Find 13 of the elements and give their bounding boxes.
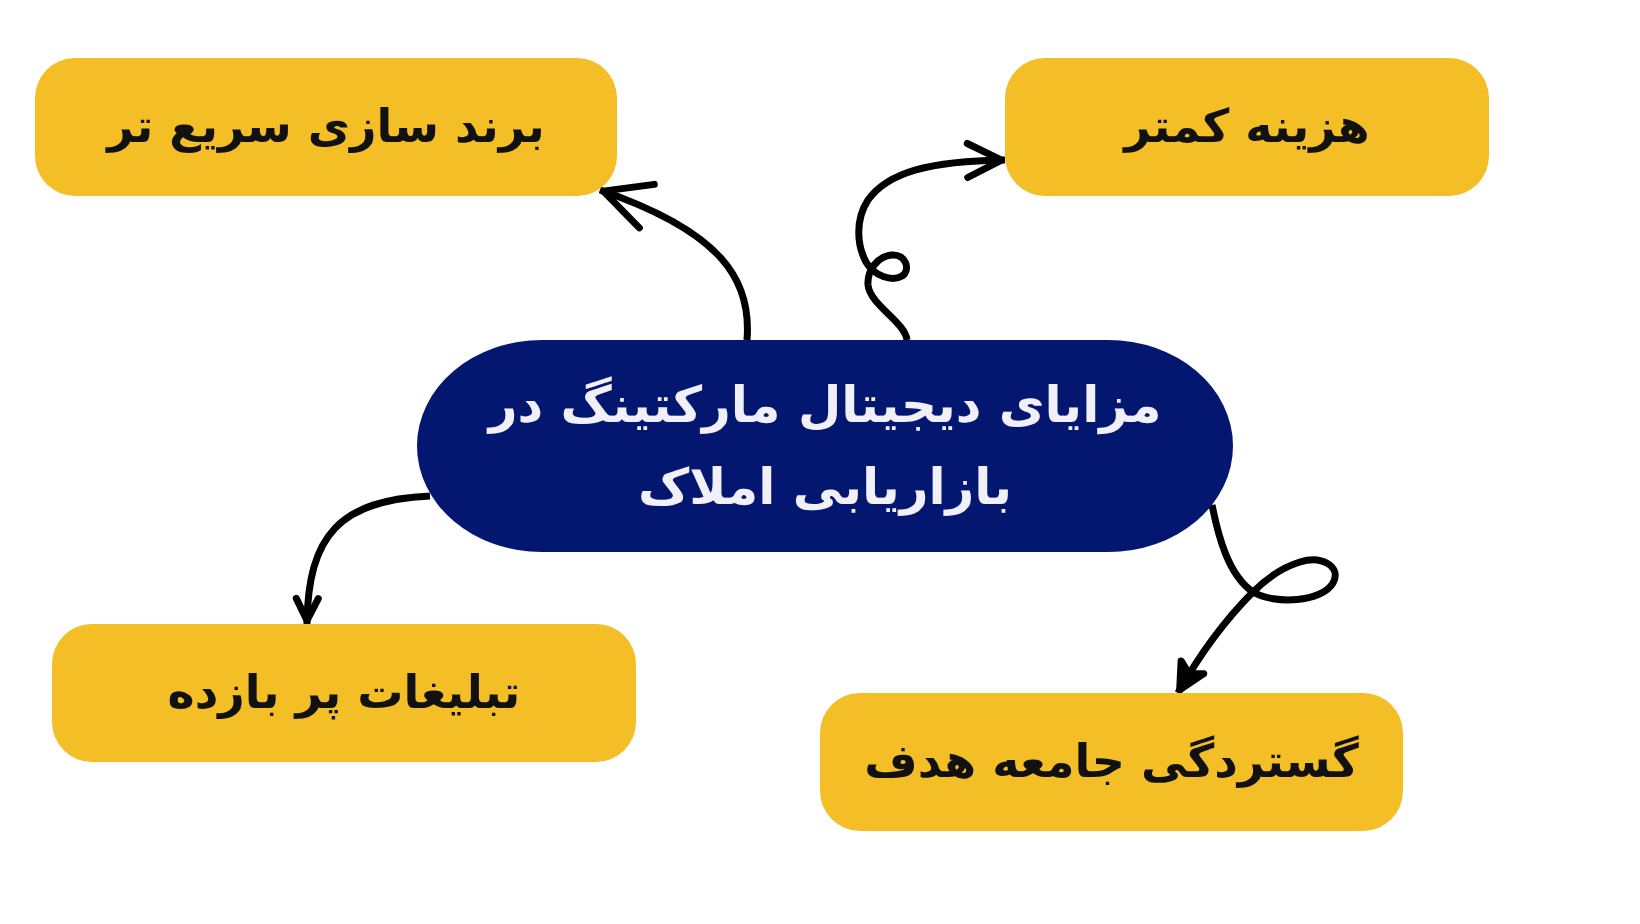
benefit-text: تبلیغات پر بازده [167,664,521,722]
benefit-card [1005,58,1489,196]
benefit-text: برند سازی سریع تر [107,98,545,156]
topic-title: مزایای دیجیتال مارکتینگ در بازاریابی املاک [485,374,1163,518]
benefit-card [820,693,1403,831]
curved-arrow [293,492,431,625]
benefit-card [52,624,636,762]
curved-arrow [598,182,751,341]
benefit-text: هزینه کمتر [1124,98,1370,156]
benefit-text: گستردگی جامعه هدف [864,733,1359,791]
benefit-card [35,58,617,196]
curved-arrow [1174,504,1339,695]
curved-arrow [855,140,1006,341]
